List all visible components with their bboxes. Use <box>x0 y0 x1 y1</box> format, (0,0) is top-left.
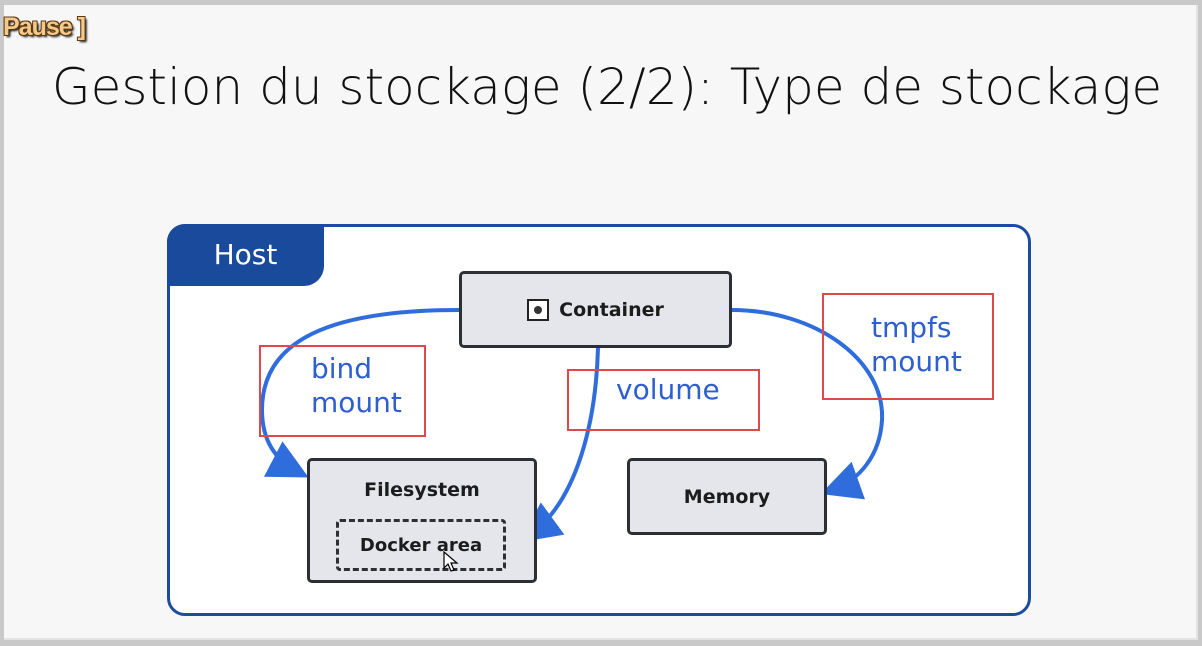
bind-mount-highlight <box>259 345 426 437</box>
slide-title: Gestion du stockage (2/2): Type de stock… <box>51 58 1163 116</box>
bind-mount-label-line2: mount <box>311 386 402 419</box>
bind-mount-label-line1: bind <box>311 352 373 385</box>
filesystem-label: Filesystem <box>364 479 480 501</box>
container-node: Container <box>459 271 732 348</box>
memory-node: Memory <box>627 458 827 535</box>
volume-label: volume <box>616 373 720 406</box>
host-tab-label: Host <box>167 224 324 286</box>
docker-area-node: Docker area <box>336 519 506 571</box>
container-icon <box>527 298 550 321</box>
volume-highlight <box>567 369 760 431</box>
bind-mount-label: bind mount <box>311 352 402 420</box>
pause-indicator: Pause ] <box>3 13 86 41</box>
volume-arrow <box>520 347 600 543</box>
memory-label: Memory <box>683 485 771 508</box>
bind-mount-arrow <box>259 308 460 478</box>
tmpfs-mount-label: tmpfs mount <box>871 311 962 379</box>
filesystem-node: Filesystem Docker area <box>307 458 537 583</box>
mouse-cursor-icon <box>443 551 459 572</box>
docker-area-label: Docker area <box>359 534 483 556</box>
container-label: Container <box>559 298 664 321</box>
tmpfs-mount-label-line1: tmpfs <box>871 311 952 344</box>
tmpfs-mount-highlight <box>822 293 994 400</box>
tmpfs-mount-label-line2: mount <box>871 345 962 378</box>
host-frame <box>167 224 1031 616</box>
